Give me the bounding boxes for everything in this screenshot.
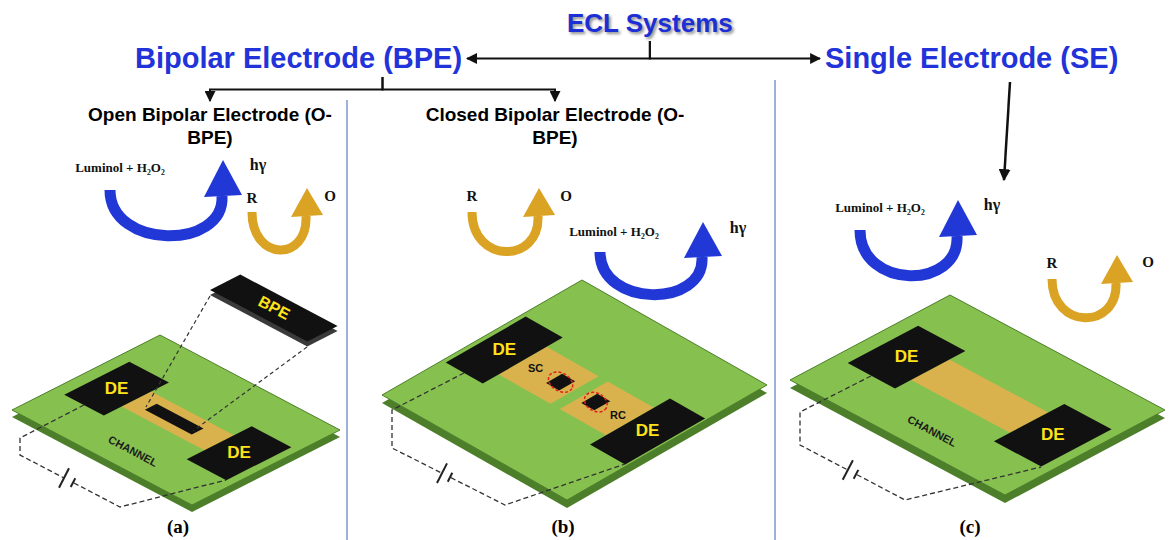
chip-board (12, 335, 340, 505)
light-label: hγ (984, 196, 1000, 214)
battery-symbol (854, 470, 859, 479)
panel-caption: (b) (551, 517, 574, 538)
light-label: hγ (730, 219, 746, 237)
heading-text: Closed Bipolar Electrode (O-BPE) (425, 104, 685, 150)
cell-label: RC (610, 409, 626, 421)
redox-label: O (324, 188, 336, 205)
ecl-arrowhead (939, 200, 977, 237)
redox-label: R (247, 190, 258, 207)
chip-board (12, 335, 340, 505)
chip-board (382, 280, 767, 500)
channel (122, 392, 234, 451)
heading-text: Bipolar Electrode (BPE) (135, 42, 462, 75)
cell-label: SC (528, 362, 543, 374)
electrode-label: DE (895, 348, 919, 367)
redox-arrow (252, 212, 306, 250)
panel-caption: (a) (167, 517, 189, 538)
light-label: hγ (250, 156, 266, 174)
battery-symbol (448, 473, 453, 482)
hierarchy-arrow (383, 77, 556, 101)
reagent-label: Luminol + H₂O₂ (835, 201, 925, 215)
redox-label: R (1047, 255, 1058, 272)
battery-symbol (843, 460, 853, 479)
panel-divider (346, 100, 348, 540)
circuit-wire (74, 480, 226, 507)
subcategory-heading: Closed Bipolar Electrode (O-BPE) (425, 104, 685, 150)
circuit-wire (20, 405, 84, 478)
redox-label: R (467, 188, 478, 205)
ecl-arrowhead (204, 160, 242, 197)
hierarchy-arrow (210, 77, 383, 101)
electrode-label: DE (1041, 426, 1065, 445)
chip-board (790, 295, 1165, 495)
circuit-wire (392, 373, 464, 473)
bipolar-electrode (145, 404, 204, 435)
driving-electrode (994, 404, 1112, 467)
heading-text: Single Electrode (SE) (825, 42, 1118, 75)
reagent-label: Luminol + H₂O₂ (75, 161, 165, 175)
heading-text: ECL Systems (567, 8, 733, 39)
driving-electrode (848, 326, 966, 389)
panel-caption: (c) (959, 517, 980, 538)
ecl-arrow (600, 252, 702, 295)
hierarchy-arrow (467, 41, 650, 59)
panel-divider (774, 80, 776, 540)
redox-label: O (560, 188, 572, 205)
driving-electrode (187, 426, 292, 480)
battery-symbol (71, 478, 76, 487)
bpe-pole (546, 374, 575, 391)
channel (911, 360, 1048, 433)
redox-label: O (1142, 254, 1154, 271)
chip-board (382, 280, 767, 500)
electrode-label: DE (227, 444, 251, 463)
redox-arrowhead (1101, 255, 1133, 284)
ecl-arrowhead (684, 222, 722, 258)
battery-symbol (59, 468, 69, 488)
hierarchy-arrow (650, 41, 820, 59)
ecl-arrow (860, 230, 957, 276)
chip-board (790, 295, 1165, 495)
explode-line (193, 347, 307, 431)
electrode-label: DE (105, 379, 129, 398)
subcategory-heading: Open Bipolar Electrode (O-BPE) (85, 104, 335, 150)
root-heading: ECL Systems (567, 8, 733, 39)
redox-arrowhead (291, 188, 323, 217)
highlight-ring (545, 368, 576, 396)
redox-arrowhead (523, 188, 555, 217)
battery-symbol (437, 463, 447, 483)
highlight-ring (581, 388, 611, 416)
pointer-arrow (1004, 82, 1010, 180)
redox-arrow (1052, 279, 1116, 318)
circuit-wire (451, 464, 625, 505)
redox-arrow (472, 212, 538, 252)
bpe-plate (210, 275, 338, 342)
circuit-wire (857, 467, 1041, 500)
circuit-wire (800, 376, 871, 470)
driving-electrode (590, 399, 705, 465)
category-heading: Single Electrode (SE) (825, 42, 1118, 75)
category-heading: Bipolar Electrode (BPE) (135, 42, 462, 75)
electrode-label: DE (636, 422, 660, 441)
heading-text: Open Bipolar Electrode (O-BPE) (85, 104, 335, 150)
electrode-label: DE (492, 341, 516, 360)
reagent-label: Luminol + H₂O₂ (569, 225, 659, 239)
explode-line (146, 296, 210, 407)
